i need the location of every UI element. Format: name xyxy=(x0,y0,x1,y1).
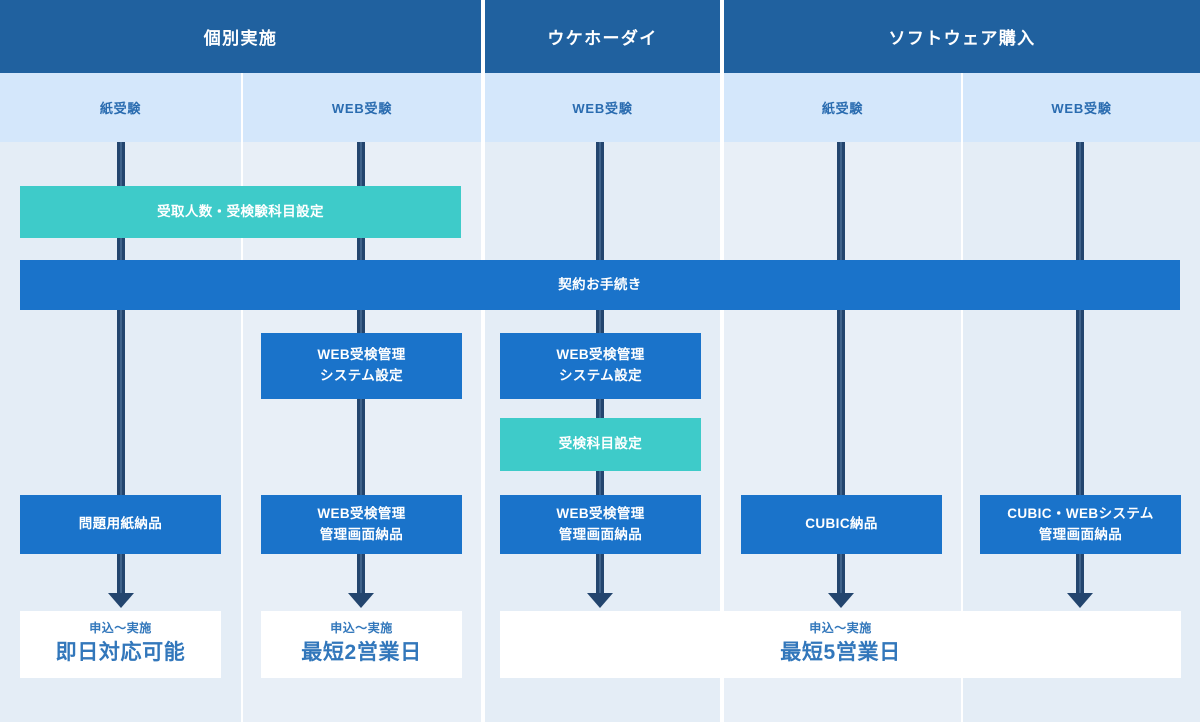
step-col5-cubic-web-delivery[interactable]: CUBIC・WEBシステム 管理画面納品 xyxy=(980,495,1181,554)
subheader-col5: WEB受験 xyxy=(963,73,1200,142)
connector-col3-top xyxy=(596,142,604,260)
step-label-line2: 管理画面納品 xyxy=(1038,526,1123,542)
step-label-line2: 管理画面納品 xyxy=(558,526,643,542)
connector-col1-top xyxy=(117,142,125,190)
group-gap-2-3 xyxy=(720,0,724,722)
arrow-col4-shaft xyxy=(837,554,845,593)
group-gap-1-2 xyxy=(481,0,485,722)
result-value: 即日対応可能 xyxy=(55,641,186,665)
result-col1: 申込〜実施 即日対応可能 xyxy=(20,611,221,678)
step-label-line2: システム設定 xyxy=(319,368,404,383)
arrow-col3-shaft xyxy=(596,554,604,593)
connector-col3-setup-to-subject xyxy=(596,398,604,418)
step-col3-web-admin-delivery[interactable]: WEB受検管理 管理画面納品 xyxy=(500,495,701,554)
subheader-col1: 紙受験 xyxy=(0,73,241,142)
result-caption: 申込〜実施 xyxy=(89,621,152,636)
connector-col3-subject-to-delivery xyxy=(596,471,604,495)
group-header-software: ソフトウェア購入 xyxy=(724,0,1200,73)
result-value: 最短2営業日 xyxy=(301,641,422,665)
arrow-col4-head xyxy=(828,593,854,608)
step-col1-paper-delivery[interactable]: 問題用紙納品 xyxy=(20,495,221,554)
result-col3-col5: 申込〜実施 最短5営業日 xyxy=(500,611,1181,678)
subheader-col2: WEB受験 xyxy=(243,73,481,142)
connector-col4-after-contract xyxy=(837,309,845,495)
column-divider-1-2 xyxy=(241,73,243,722)
connector-col2-mid xyxy=(357,235,365,260)
step-label: CUBIC納品 xyxy=(805,516,878,532)
step-label-line1: WEB受検管理 xyxy=(556,505,645,521)
connector-col2-setup-to-delivery xyxy=(357,398,365,495)
step-col2-web-system-setup[interactable]: WEB受検管理 システム設定 xyxy=(261,333,462,399)
subheader-col3: WEB受験 xyxy=(485,73,720,142)
group-header-ukehodai: ウケホーダイ xyxy=(485,0,720,73)
step-label-line1: WEB受検管理 xyxy=(556,347,645,363)
subheader-label: WEB受験 xyxy=(331,101,393,116)
step-label-line1: WEB受検管理 xyxy=(317,347,406,363)
subheader-label: 紙受験 xyxy=(821,101,864,116)
connector-col1-after-contract xyxy=(117,309,125,495)
subheader-label: 紙受験 xyxy=(99,101,142,116)
arrow-col2-head xyxy=(348,593,374,608)
arrow-col2-shaft xyxy=(357,554,365,593)
step-label-line2: システム設定 xyxy=(558,368,643,383)
group-header-label: 個別実施 xyxy=(203,29,278,48)
step-contract-procedure[interactable]: 契約お手続き xyxy=(20,260,1180,310)
subheader-col4: 紙受験 xyxy=(724,73,961,142)
connector-col5-top xyxy=(1076,142,1084,260)
result-value: 最短5営業日 xyxy=(780,641,901,665)
group-header-individual: 個別実施 xyxy=(0,0,481,73)
step-col4-cubic-delivery[interactable]: CUBIC納品 xyxy=(741,495,942,554)
column-divider-4-5 xyxy=(961,73,963,722)
arrow-col5-head xyxy=(1067,593,1093,608)
step-recipients-subjects[interactable]: 受取人数・受検験科目設定 xyxy=(20,186,461,238)
connector-col3-after-contract xyxy=(596,309,604,334)
step-label: 問題用紙納品 xyxy=(78,516,163,532)
group-header-label: ソフトウェア購入 xyxy=(888,29,1036,48)
group-header-label: ウケホーダイ xyxy=(547,29,658,48)
step-label: 受検科目設定 xyxy=(558,436,643,452)
connector-col1-mid xyxy=(117,235,125,260)
step-col3-subject-setup[interactable]: 受検科目設定 xyxy=(500,418,701,471)
step-label-line1: CUBIC・WEBシステム xyxy=(1007,505,1154,521)
step-label-line2: 管理画面納品 xyxy=(319,526,404,542)
result-col2: 申込〜実施 最短2営業日 xyxy=(261,611,462,678)
arrow-col3-head xyxy=(587,593,613,608)
step-col3-web-system-setup[interactable]: WEB受検管理 システム設定 xyxy=(500,333,701,399)
step-col2-web-admin-delivery[interactable]: WEB受検管理 管理画面納品 xyxy=(261,495,462,554)
connector-col2-after-contract xyxy=(357,309,365,334)
step-label: 受取人数・受検験科目設定 xyxy=(157,203,324,219)
result-caption: 申込〜実施 xyxy=(330,621,393,636)
subheader-label: WEB受験 xyxy=(572,101,633,116)
connector-col5-after-contract xyxy=(1076,309,1084,495)
arrow-col5-shaft xyxy=(1076,554,1084,593)
subheader-label: WEB受験 xyxy=(1051,101,1112,116)
connector-col2-top xyxy=(357,142,365,190)
connector-col4-top xyxy=(837,142,845,260)
step-label: 契約お手続き xyxy=(558,276,642,292)
result-caption: 申込〜実施 xyxy=(809,621,872,636)
arrow-col1-head xyxy=(108,593,134,608)
arrow-col1-shaft xyxy=(117,554,125,593)
step-label-line1: WEB受検管理 xyxy=(317,505,406,521)
